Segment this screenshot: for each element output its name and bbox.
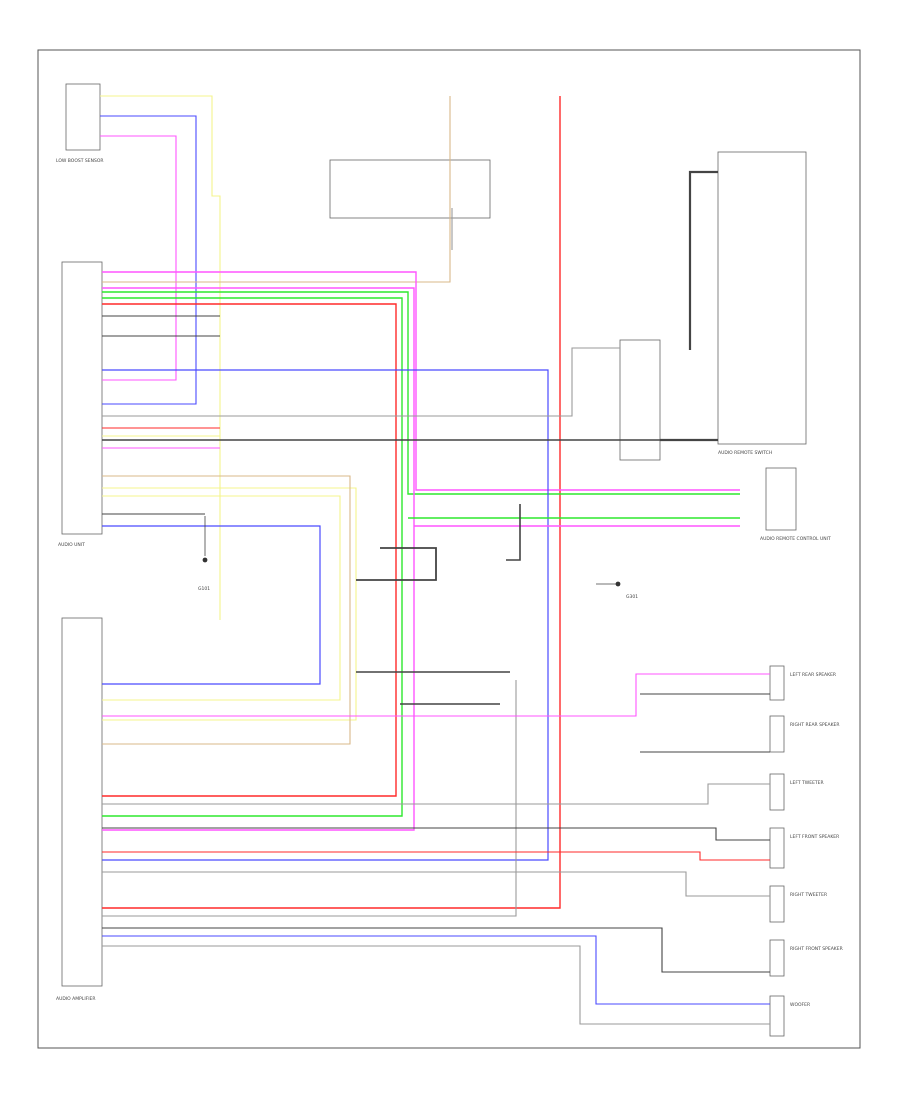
wire-22	[102, 475, 351, 745]
wire-group	[100, 95, 770, 1025]
mid-block-box	[329, 159, 491, 219]
right-connector-box	[765, 467, 797, 531]
ground-symbol-g1	[202, 516, 208, 563]
wire-31	[102, 680, 517, 917]
left-front-speaker-label: LEFT FRONT SPEAKER	[790, 834, 839, 840]
mid-block-label: AUDIO REMOTE CONTROL UNIT	[760, 536, 831, 542]
wire-2	[100, 115, 197, 405]
wire-1	[100, 95, 221, 620]
audio-amp-label: AUDIO AMPLIFIER	[56, 996, 96, 1002]
wire-8	[102, 291, 740, 495]
right-front-speaker-label: RIGHT FRONT SPEAKER	[790, 946, 843, 952]
wire-5	[102, 96, 561, 909]
wire-24	[102, 525, 321, 685]
wire-37	[102, 783, 770, 805]
ground-g1-label: G101	[198, 586, 210, 592]
right-rear-speaker-label: RIGHT REAR SPEAKER	[790, 722, 840, 728]
wire-20	[102, 487, 357, 721]
wire-7	[102, 271, 740, 491]
wire-43	[102, 945, 770, 1025]
right-rear-speaker-box	[769, 715, 785, 753]
right-front-speaker-box	[769, 939, 785, 977]
left-sensor-label: LOW BOOST SENSOR	[56, 158, 104, 164]
wire-32	[688, 170, 718, 350]
center-unit-box	[619, 339, 661, 461]
switch-block-box	[717, 151, 807, 445]
audio-unit-box	[61, 261, 103, 535]
left-rear-speaker-box	[769, 665, 785, 701]
wire-41	[102, 927, 770, 973]
wire-9	[102, 297, 403, 817]
left-tweeter-box	[769, 773, 785, 811]
wire-15	[102, 347, 620, 417]
left-rear-speaker-label: LEFT REAR SPEAKER	[790, 672, 836, 678]
audio-unit-label: AUDIO UNIT	[58, 542, 85, 548]
ground-symbol-g2	[596, 581, 621, 587]
wire-11	[102, 287, 415, 831]
audio-amp-box	[61, 617, 103, 987]
wire-27	[356, 547, 437, 581]
ground-g2-label: G301	[626, 594, 638, 600]
woofer-box	[769, 995, 785, 1037]
left-tweeter-label: LEFT TWEETER	[790, 780, 824, 786]
right-tweeter-box	[769, 885, 785, 923]
wire-40	[102, 871, 770, 897]
wire-39	[102, 851, 770, 861]
switch-block-label: AUDIO REMOTE SWITCH	[718, 450, 772, 456]
wire-34	[102, 673, 770, 717]
wire-21	[102, 495, 341, 701]
wire-38	[102, 827, 770, 841]
wire-3	[100, 135, 177, 381]
left-front-speaker-box	[769, 827, 785, 869]
wire-42	[102, 935, 770, 1005]
wire-4	[102, 96, 451, 283]
wire-14	[102, 369, 549, 861]
right-tweeter-label: RIGHT TWEETER	[790, 892, 827, 898]
woofer-label: WOOFER	[790, 1002, 810, 1008]
wire-10	[102, 303, 397, 797]
left-sensor-box	[65, 83, 101, 151]
diagram-frame	[37, 49, 861, 1049]
wire-28	[506, 504, 521, 561]
